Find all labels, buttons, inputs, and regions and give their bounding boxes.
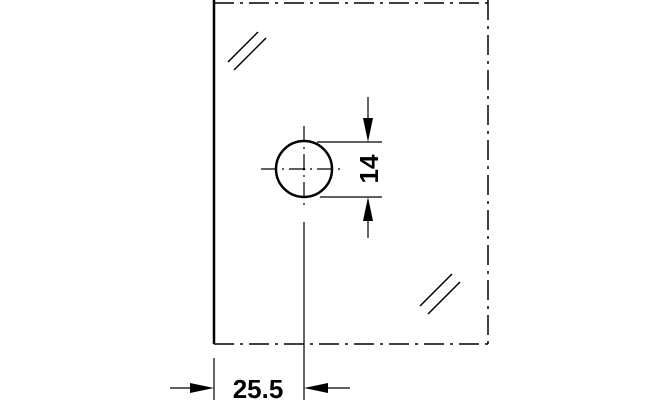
arrow-down-icon: [363, 118, 373, 142]
arrow-right-icon: [190, 383, 214, 393]
arrow-left-icon: [304, 383, 328, 393]
arrow-up-icon: [363, 197, 373, 221]
hole-diameter-label: 14: [354, 154, 384, 183]
edge-distance-label: 25.5: [233, 374, 284, 400]
glass-hatch-bottom: [419, 273, 461, 315]
glass-hatch-top: [227, 31, 267, 71]
